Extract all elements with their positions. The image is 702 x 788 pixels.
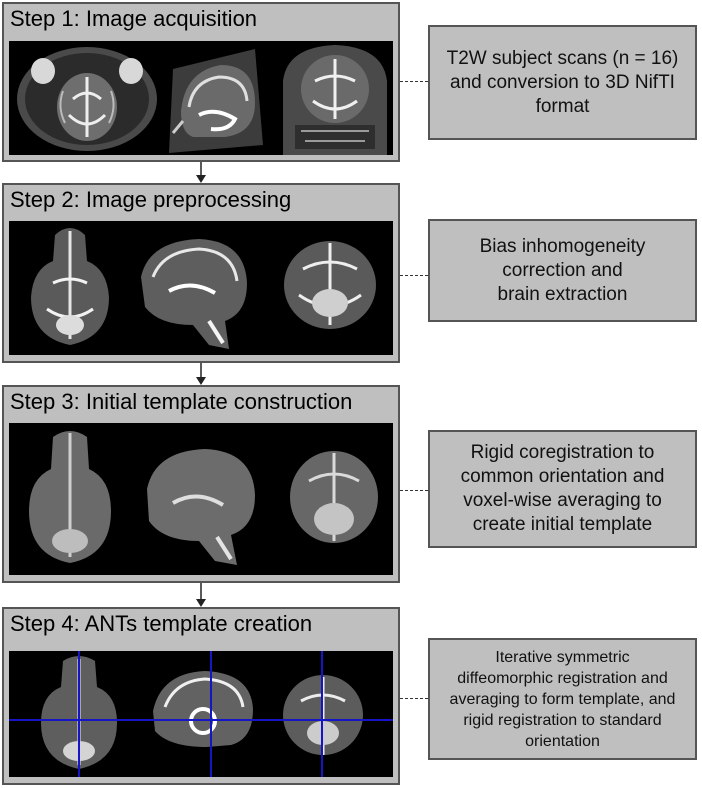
step-2-axial-brain bbox=[17, 221, 123, 355]
crosshair-vertical-coronal bbox=[321, 651, 323, 777]
down-arrow-icon bbox=[195, 583, 207, 607]
down-arrow-icon bbox=[195, 363, 207, 385]
step-4-scan-strip bbox=[9, 651, 393, 777]
step-3-coronal-template bbox=[279, 423, 389, 575]
step-3-panel: Step 3: Initial template construction bbox=[2, 385, 400, 583]
crosshair-vertical-axial bbox=[78, 651, 80, 777]
step-1-axial-scan bbox=[13, 41, 161, 155]
step-1-description: T2W subject scans (n = 16) and conversio… bbox=[446, 47, 679, 117]
step-2-panel: Step 2: Image preprocessing bbox=[2, 183, 400, 363]
step-4-title: Step 4: ANTs template creation bbox=[10, 611, 313, 636]
step-3-description-box: Rigid coregistration to common orientati… bbox=[428, 430, 697, 548]
step-3-scan-strip bbox=[9, 423, 393, 575]
step-3-sagittal-template bbox=[133, 423, 267, 575]
step-1-coronal-scan bbox=[275, 41, 395, 155]
step-1-connector bbox=[400, 81, 428, 82]
step-4-coronal-template bbox=[275, 651, 371, 777]
step-4-description-box: Iterative symmetric diffeomorphic regist… bbox=[428, 638, 697, 760]
step-4-sagittal-template bbox=[143, 651, 261, 777]
down-arrow-icon bbox=[195, 162, 207, 183]
step-1-sagittal-scan bbox=[159, 41, 269, 155]
step-2-description-box: Bias inhomogeneity correction and brain … bbox=[428, 219, 697, 322]
step-1-panel: Step 1: Image acquisition bbox=[2, 2, 400, 162]
step-4-connector bbox=[400, 698, 428, 699]
step-4-description: Iterative symmetric diffeomorphic regist… bbox=[449, 648, 676, 750]
step-3-connector bbox=[400, 490, 428, 491]
step-1-scan-strip bbox=[9, 41, 393, 155]
step-3-title: Step 3: Initial template construction bbox=[10, 389, 353, 414]
crosshair-horizontal bbox=[9, 719, 393, 721]
step-2-coronal-brain bbox=[271, 221, 389, 355]
step-4-panel: Step 4: ANTs template creation bbox=[2, 607, 400, 785]
step-3-axial-template bbox=[17, 423, 123, 575]
step-2-description: Bias inhomogeneity correction and brain … bbox=[479, 235, 646, 305]
crosshair-vertical-sagittal bbox=[210, 651, 212, 777]
step-2-scan-strip bbox=[9, 221, 393, 355]
step-3-description: Rigid coregistration to common orientati… bbox=[460, 442, 665, 535]
step-1-description-box: T2W subject scans (n = 16) and conversio… bbox=[428, 25, 697, 140]
step-2-connector bbox=[400, 275, 428, 276]
step-2-sagittal-brain bbox=[129, 221, 259, 355]
step-1-title: Step 1: Image acquisition bbox=[10, 6, 258, 31]
step-2-title: Step 2: Image preprocessing bbox=[10, 187, 292, 212]
